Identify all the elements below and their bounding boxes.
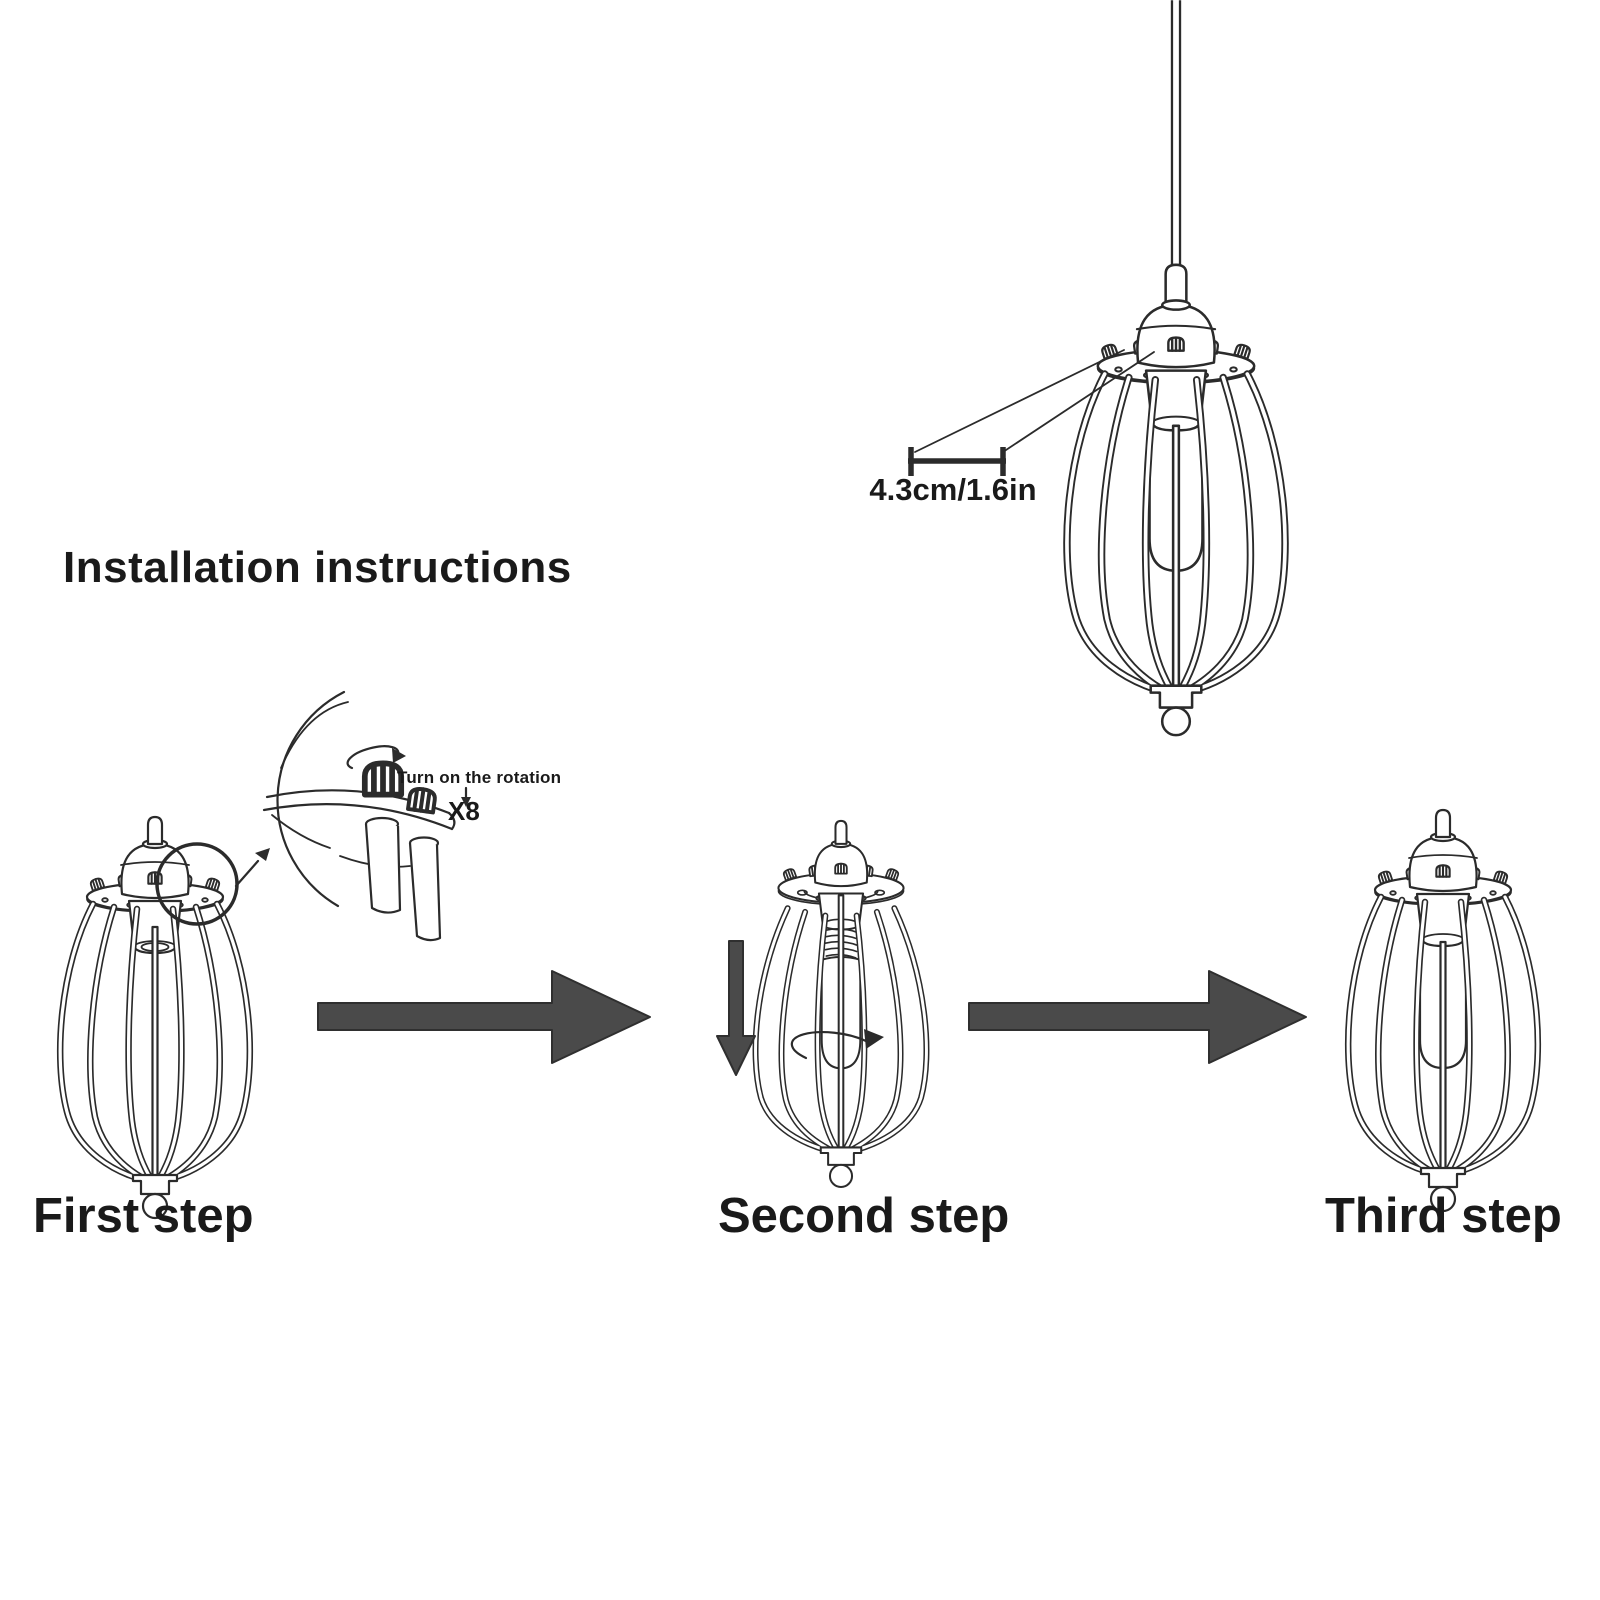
- callout-count: X8: [448, 796, 480, 826]
- push-down-arrow: [716, 940, 756, 1076]
- magnifier-circle: [155, 842, 270, 926]
- measurement-indicator: [908, 349, 1155, 476]
- rotation-arrow-icon: [346, 745, 406, 770]
- screw-post: [408, 842, 442, 942]
- step3-label: Third step: [1325, 1189, 1562, 1243]
- cage-wires: [1344, 893, 1542, 1180]
- socket-cap: [1136, 303, 1216, 369]
- step2-to-step3-arrow: [968, 970, 1307, 1064]
- step3-lamp-drawing: [1344, 808, 1542, 1213]
- cage-wires: [56, 900, 254, 1187]
- rotate-bulb-arrow: [790, 1029, 884, 1060]
- cage-wires: [1063, 370, 1289, 699]
- step2-label: Second step: [718, 1189, 1010, 1243]
- step1-to-step2-arrow: [317, 970, 651, 1064]
- cord-grip: [1164, 263, 1188, 307]
- step1-lamp-drawing: [56, 815, 254, 1220]
- page-title: Installation instructions: [63, 543, 572, 592]
- step2-lamp-drawing: [752, 819, 930, 1189]
- center-rod: [1171, 424, 1181, 692]
- times-eight-arrow-icon: [461, 786, 471, 807]
- detail-callout-drawing: [262, 690, 471, 942]
- measurement-label: 4.3cm/1.6in: [869, 472, 1037, 507]
- callout-instruction: Turn on the rotation: [397, 768, 562, 787]
- cage-wires-open: [752, 905, 930, 1156]
- step1-label: First step: [33, 1189, 254, 1243]
- ball-finial: [1160, 706, 1192, 737]
- screw-post: [364, 823, 402, 914]
- pendant-lamp-drawing: [1063, 0, 1289, 737]
- cage-clamp: [1149, 684, 1203, 709]
